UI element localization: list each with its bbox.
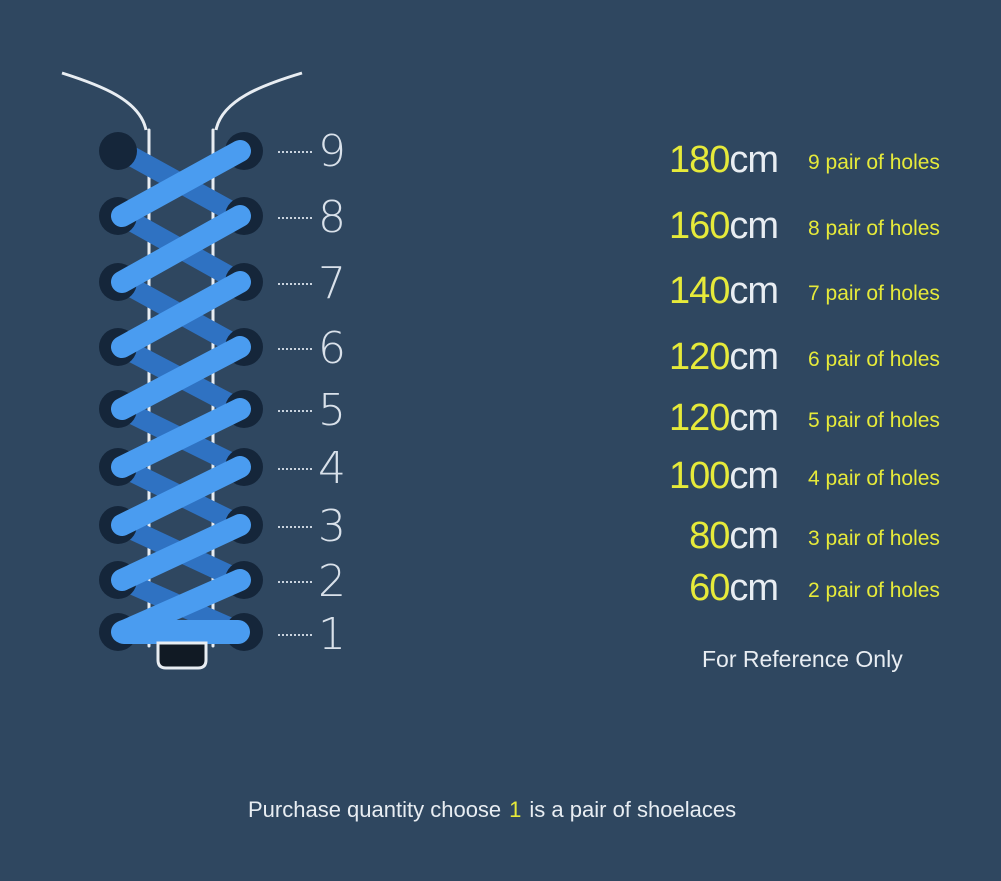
lace-length: 180cm: [668, 139, 779, 181]
hole-number: 4: [318, 443, 346, 494]
eyelet: [99, 132, 137, 170]
lace-length: 120cm: [668, 397, 779, 439]
hole-number: 1: [318, 609, 346, 660]
purchase-note: Purchase quantity choose 1 is a pair of sh…: [248, 797, 736, 823]
hole-number: 5: [318, 385, 346, 436]
purchase-note-after: is a pair of shoelaces: [529, 797, 737, 822]
dotted-leader: [278, 581, 312, 583]
hole-pair-count: 3 pair of holes: [808, 527, 940, 550]
lace-length: 140cm: [668, 270, 779, 312]
dotted-leader: [278, 217, 312, 219]
size-row: 180cm 9 pair of holes: [600, 135, 960, 185]
hole-number: 8: [318, 192, 346, 243]
hole-number: 3: [318, 501, 346, 552]
hole-pair-count: 8 pair of holes: [808, 217, 940, 240]
shoe-edge-right: [214, 71, 303, 131]
size-row: 160cm 8 pair of holes: [600, 201, 960, 251]
hole-pair-count: 7 pair of holes: [808, 282, 940, 305]
lace-segment: [111, 456, 251, 536]
hole-number: 2: [318, 556, 346, 607]
hole-pair-count: 6 pair of holes: [808, 348, 940, 371]
lace-segment: [111, 398, 251, 478]
size-row: 80cm 3 pair of holes: [600, 511, 960, 561]
dotted-leader: [278, 526, 312, 528]
dotted-leader: [278, 410, 312, 412]
shoe-edge-left: [61, 71, 148, 131]
size-row: 140cm 7 pair of holes: [600, 266, 960, 316]
purchase-quantity: 1: [509, 797, 522, 822]
size-row: 100cm 4 pair of holes: [600, 451, 960, 501]
lace-length: 100cm: [668, 455, 779, 497]
lace-segment: [111, 205, 251, 293]
size-row: 60cm 2 pair of holes: [600, 563, 960, 613]
hole-number: 9: [318, 126, 346, 177]
reference-note: For Reference Only: [702, 646, 903, 672]
lace-aglet: [156, 641, 208, 670]
hole-pair-count: 9 pair of holes: [808, 151, 940, 174]
size-row: 120cm 5 pair of holes: [600, 393, 960, 443]
purchase-note-before: Purchase quantity choose: [248, 797, 502, 822]
dotted-leader: [278, 151, 312, 153]
lace-length: 120cm: [668, 336, 779, 378]
hole-number: 6: [318, 323, 346, 374]
lace-length: 60cm: [689, 567, 779, 609]
hole-pair-count: 2 pair of holes: [808, 579, 940, 602]
hole-number: 7: [318, 258, 346, 309]
dotted-leader: [278, 468, 312, 470]
hole-pair-count: 4 pair of holes: [808, 467, 940, 490]
lace-segment: [111, 336, 251, 420]
size-row: 120cm 6 pair of holes: [600, 332, 960, 382]
lace-segment: [111, 140, 251, 227]
hole-pair-count: 5 pair of holes: [808, 409, 940, 432]
lace-length: 80cm: [689, 515, 779, 557]
dotted-leader: [278, 348, 312, 350]
lace-length: 160cm: [668, 205, 779, 247]
lace-segment: [111, 514, 251, 591]
lace-segment: [111, 271, 251, 358]
dotted-leader: [278, 283, 312, 285]
dotted-leader: [278, 634, 312, 636]
